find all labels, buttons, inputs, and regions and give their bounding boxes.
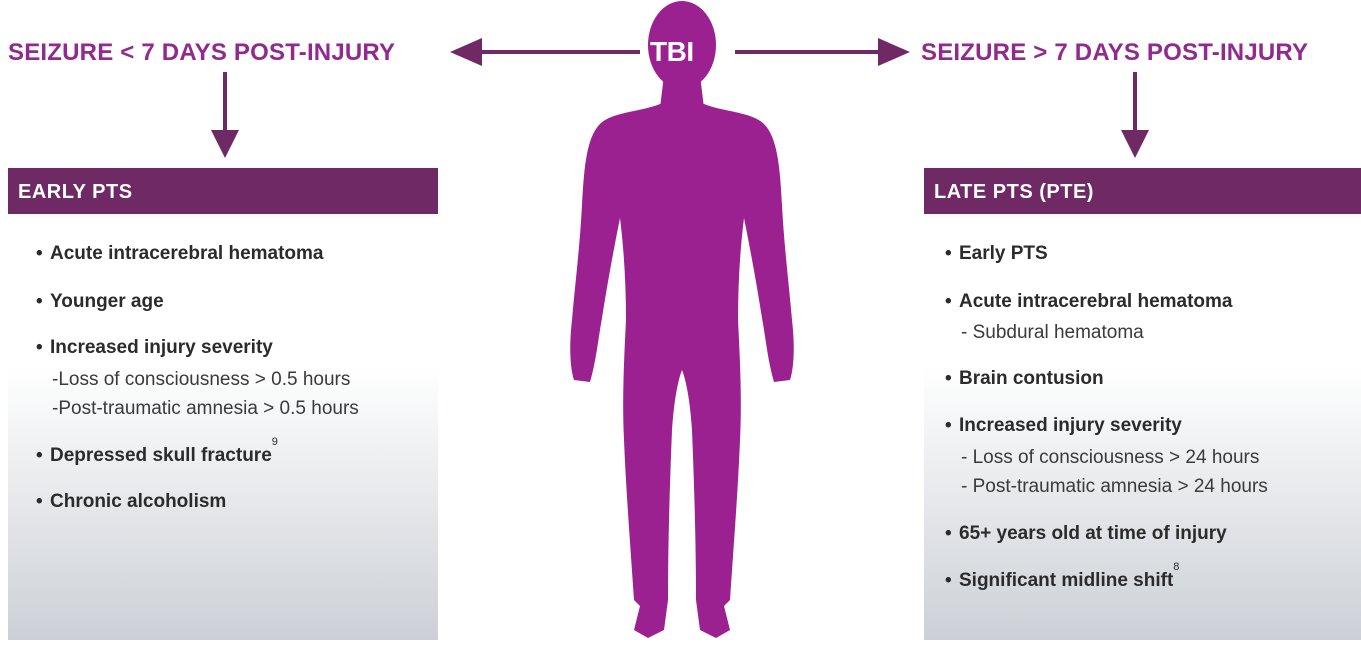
early-pts-panel: EARLY PTS •Acute intracerebral hematoma …: [8, 168, 438, 640]
list-item: •Early PTS: [945, 242, 1361, 266]
list-subitem: - Loss of consciousness > 24 hours: [961, 446, 1361, 470]
list-item: •Chronic alcoholism: [36, 490, 438, 514]
list-subitem: - Subdural hematoma: [961, 321, 1361, 345]
list-subitem: - Post-traumatic amnesia > 24 hours: [961, 475, 1361, 499]
list-item: •Acute intracerebral hematoma: [945, 290, 1361, 314]
list-subitem: -Loss of consciousness > 0.5 hours: [52, 368, 438, 392]
footnote-ref: 9: [272, 436, 278, 448]
right-heading: SEIZURE > 7 DAYS POST-INJURY: [921, 38, 1308, 68]
right-arrow: [735, 38, 910, 66]
left-arrow: [450, 38, 640, 66]
list-item: •65+ years old at time of injury: [945, 522, 1361, 546]
list-subitem: -Post-traumatic amnesia > 0.5 hours: [52, 397, 438, 421]
human-figure-icon: [570, 1, 793, 638]
list-item: •Younger age: [36, 290, 438, 314]
tbi-label: TBI: [650, 36, 694, 68]
list-item: •Depressed skull fracture9: [36, 444, 438, 468]
early-pts-title: EARLY PTS: [8, 168, 438, 214]
list-item: •Increased injury severity: [945, 414, 1361, 438]
list-item: •Brain contusion: [945, 367, 1361, 391]
list-item: •Increased injury severity: [36, 336, 438, 360]
list-item: •Acute intracerebral hematoma: [36, 242, 438, 266]
late-pts-panel: LATE PTS (PTE) •Early PTS •Acute intrace…: [924, 168, 1361, 640]
left-down-arrow: [211, 72, 239, 158]
footnote-ref: 8: [1173, 561, 1179, 573]
right-down-arrow: [1121, 72, 1149, 158]
late-pts-title: LATE PTS (PTE): [924, 168, 1361, 214]
list-item: •Significant midline shift8: [945, 569, 1361, 593]
left-heading: SEIZURE < 7 DAYS POST-INJURY: [8, 38, 395, 68]
